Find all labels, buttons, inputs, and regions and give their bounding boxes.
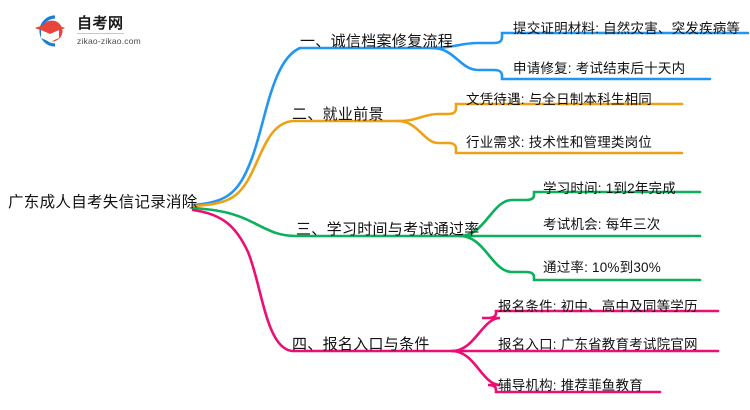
leaf-label-4-2[interactable]: 报名入口: 广东省教育考试院官网 bbox=[498, 337, 698, 352]
site-logo: 自考网 zikao-zikao.com bbox=[30, 12, 141, 50]
logo-domain: zikao-zikao.com bbox=[77, 36, 141, 47]
leaf-label-4-1[interactable]: 报名条件: 初中、高中及同等学历 bbox=[498, 299, 698, 314]
logo-text: 自考网 zikao-zikao.com bbox=[77, 16, 141, 46]
leaf-label-3-1[interactable]: 学习时间: 1到2年完成 bbox=[543, 181, 676, 196]
branch-title-3[interactable]: 三、学习时间与考试通过率 bbox=[296, 221, 480, 238]
leaf-label-3-3[interactable]: 通过率: 10%到30% bbox=[543, 260, 661, 275]
leaf-label-2-1[interactable]: 文凭待遇: 与全日制本科生相同 bbox=[466, 92, 653, 107]
branch-title-4[interactable]: 四、报名入口与条件 bbox=[292, 336, 430, 353]
leaf-label-2-2[interactable]: 行业需求: 技术性和管理类岗位 bbox=[466, 135, 653, 150]
branch-2-trunk bbox=[191, 119, 400, 208]
branch-1-trunk bbox=[191, 46, 434, 207]
leaf-label-1-2[interactable]: 申请修复: 考试结束后十天内 bbox=[513, 61, 686, 76]
logo-title: 自考网 bbox=[77, 15, 124, 35]
leaf-label-1-1[interactable]: 提交证明材料: 自然灾害、突发疾病等 bbox=[513, 21, 741, 36]
mindmap-root-node[interactable]: 广东成人自考失信记录消除 bbox=[8, 194, 198, 211]
branch-title-1[interactable]: 一、诚信档案修复流程 bbox=[300, 33, 454, 50]
branch-title-2[interactable]: 二、就业前景 bbox=[292, 106, 384, 123]
graduation-cap-icon bbox=[30, 12, 70, 50]
leaf-label-3-2[interactable]: 考试机会: 每年三次 bbox=[543, 217, 661, 232]
leaf-label-4-3[interactable]: 辅导机构: 推荐菲鱼教育 bbox=[498, 378, 643, 393]
